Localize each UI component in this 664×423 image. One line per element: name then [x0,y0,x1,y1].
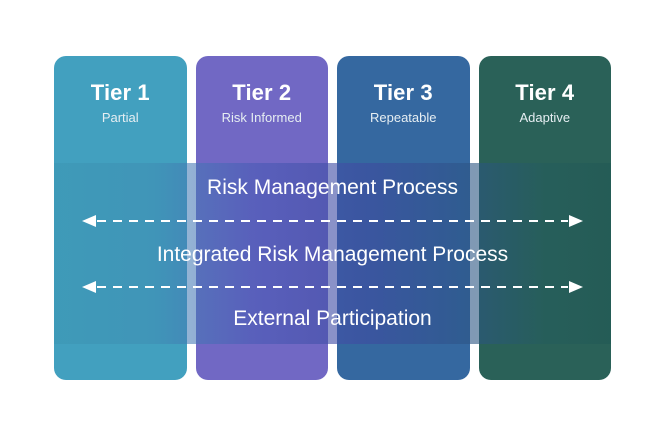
tier-3-header: Tier 3 Repeatable [337,80,470,127]
process-overlay-band: Risk Management Process Integrated Risk … [54,163,611,344]
overlay-gradient [54,163,611,344]
tier-4-title: Tier 4 [515,80,575,105]
tier-2-header: Tier 2 Risk Informed [196,80,329,127]
overlay-label-risk-management-process: Risk Management Process [207,176,458,199]
tier-4-subtitle: Adaptive [519,110,571,125]
dashed-double-arrow-2-icon [82,280,583,294]
tier-4-header: Tier 4 Adaptive [479,80,612,127]
tier-2-subtitle: Risk Informed [221,110,302,125]
overlay-label-external-participation: External Participation [233,307,432,330]
overlay-label-integrated-risk-management-process: Integrated Risk Management Process [156,243,509,266]
tier-1-subtitle: Partial [101,110,139,125]
tier-1-header: Tier 1 Partial [54,80,187,127]
tier-1-title: Tier 1 [90,80,150,105]
tier-3-subtitle: Repeatable [370,110,437,125]
tier-2-title: Tier 2 [232,80,292,105]
dashed-double-arrow-1-icon [82,214,583,228]
tier-3-title: Tier 3 [373,80,433,105]
